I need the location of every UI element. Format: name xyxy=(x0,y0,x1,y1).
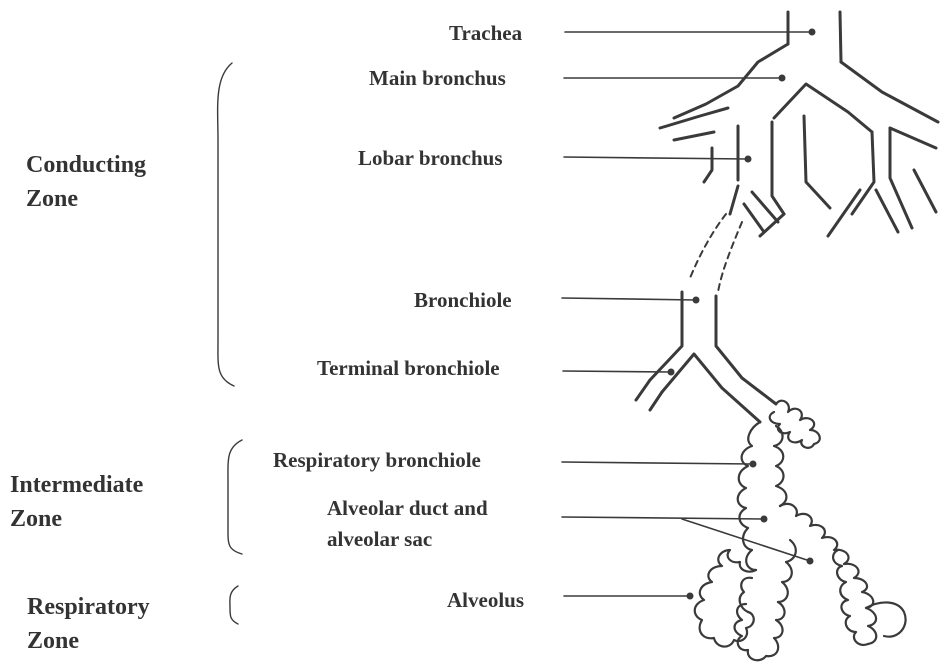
right-branch-inner xyxy=(852,132,874,214)
alveolar-sac-right-upper xyxy=(780,504,876,644)
trachea-dot xyxy=(809,29,816,36)
bronchiole-dashed xyxy=(690,214,742,292)
trachea-right-wall xyxy=(840,12,841,62)
alveolar-sac-dot xyxy=(807,558,814,565)
alveolar-duct-dot xyxy=(761,516,768,523)
main-carina xyxy=(774,84,872,132)
alveolar-lower-stem-left xyxy=(743,528,756,570)
bronchiole-leader xyxy=(562,298,696,300)
intermediate-zone-brace xyxy=(228,440,242,554)
alveolar-duct-left-wall xyxy=(738,422,760,528)
right-branch-inner-3 xyxy=(914,170,936,212)
alveolar-region xyxy=(695,401,906,661)
middle-lobar-right xyxy=(804,116,830,208)
bronchiole-dot xyxy=(693,297,700,304)
terminal-left-fork xyxy=(636,380,650,400)
lobar-bronchus-dot xyxy=(745,156,752,163)
lobar-fork-inner xyxy=(744,204,764,232)
terminal-crotch xyxy=(662,354,760,422)
leader-dots xyxy=(668,29,816,600)
right-sub-a xyxy=(828,190,860,236)
respiratory-bud xyxy=(770,401,820,448)
main-bronchus-outer-left-lower xyxy=(660,108,728,128)
terminal-bronchiole-dot xyxy=(668,369,675,376)
alveolus-inner xyxy=(740,578,752,612)
bronchiole-dashed-right xyxy=(718,222,742,292)
right-branch-inner-2 xyxy=(890,128,912,228)
right-lower-outer xyxy=(890,128,936,148)
alveolar-lower-stem-right xyxy=(778,540,796,602)
respiratory-bronchiole-leader xyxy=(562,462,753,464)
lobar-fork-left xyxy=(730,186,738,214)
lobar-left-wall-2 xyxy=(704,148,712,182)
conducting-zone-brace xyxy=(218,63,234,386)
alveolar-duct-right-wall xyxy=(774,426,786,506)
bronchial-tree xyxy=(660,12,938,236)
respiratory-bronchiole-dot xyxy=(750,461,757,468)
lobar-bronchus-leader xyxy=(564,157,748,159)
lobar-upper-left xyxy=(674,132,714,140)
right-main-outer xyxy=(841,62,938,122)
right-sub-b xyxy=(876,190,898,232)
bronchiole-segment xyxy=(636,292,776,422)
middle-lobar-left xyxy=(772,122,784,214)
bronchiole-dashed-left xyxy=(690,214,726,278)
alveolar-duct-leader xyxy=(562,517,764,519)
terminal-left-fork-2 xyxy=(650,392,662,410)
main-bronchus-dot xyxy=(779,75,786,82)
alveolar-central-sac xyxy=(735,602,785,660)
alveolus-dot xyxy=(687,593,694,600)
main-bronchus-outer-left xyxy=(674,44,788,118)
bronchiole-left-wall xyxy=(650,292,682,380)
respiratory-zone-brace xyxy=(230,586,238,624)
alveolar-sac-right-tip xyxy=(866,602,906,636)
terminal-bronchiole-leader xyxy=(563,371,671,372)
bronchiole-right-wall xyxy=(716,296,776,404)
